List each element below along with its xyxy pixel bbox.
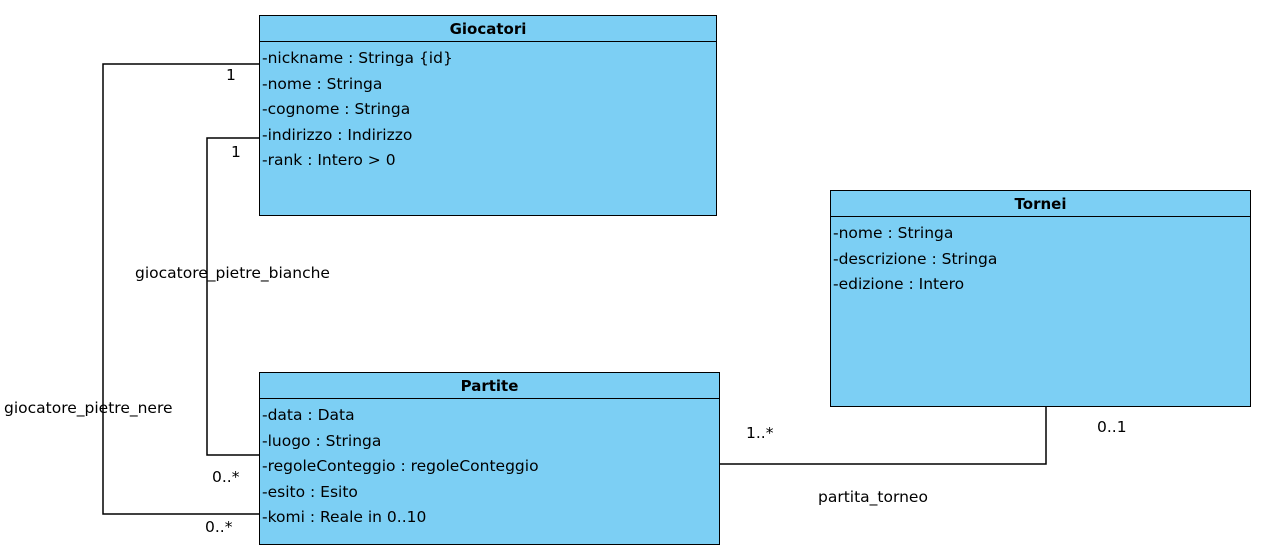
class-giocatori-title: Giocatori — [260, 16, 716, 42]
multiplicity-pietre-bianche-partite: 0..* — [212, 468, 240, 486]
multiplicity-pietre-nere-partite: 0..* — [205, 518, 233, 536]
class-giocatori-attributes: -nickname : Stringa {id} -nome : Stringa… — [260, 42, 716, 174]
attribute: -esito : Esito — [262, 482, 358, 501]
class-partite-attributes: -data : Data -luogo : Stringa -regoleCon… — [260, 399, 719, 531]
association-line-pietre-bianche — [206, 137, 260, 456]
multiplicity-pietre-nere-giocatori: 1 — [226, 66, 236, 84]
class-partite-title: Partite — [260, 373, 719, 399]
attribute: -komi : Reale in 0..10 — [262, 508, 427, 526]
class-partite[interactable]: Partite -data : Data -luogo : Stringa -r… — [259, 372, 720, 545]
class-tornei-title: Tornei — [831, 191, 1250, 217]
class-giocatori[interactable]: Giocatori -nickname : Stringa {id} -nome… — [259, 15, 717, 216]
attribute: -indirizzo : Indirizzo — [262, 125, 413, 144]
attribute: -rank : Intero > 0 — [262, 151, 396, 169]
multiplicity-partita-torneo-tornei: 0..1 — [1097, 418, 1127, 436]
attribute: -edizione : Intero — [833, 275, 965, 293]
attribute: -regoleConteggio : regoleConteggio — [262, 457, 539, 475]
attribute: -nome : Stringa — [262, 74, 383, 93]
association-line-pietre-nere — [102, 63, 260, 515]
attribute: -luogo : Stringa — [262, 431, 382, 450]
association-name-pietre-nere: giocatore_pietre_nere — [4, 399, 173, 417]
attribute: -cognome : Stringa — [262, 100, 411, 118]
multiplicity-partita-torneo-partite: 1..* — [746, 424, 774, 442]
attribute: -nome : Stringa — [833, 224, 954, 242]
association-name-pietre-bianche: giocatore_pietre_bianche — [135, 264, 330, 282]
association-name-partita-torneo: partita_torneo — [818, 488, 928, 506]
class-tornei-attributes: -nome : Stringa -descrizione : Stringa -… — [831, 217, 1250, 298]
attribute: -data : Data — [262, 406, 355, 424]
class-tornei[interactable]: Tornei -nome : Stringa -descrizione : St… — [830, 190, 1251, 407]
attribute: -descrizione : Stringa — [833, 249, 998, 268]
multiplicity-pietre-bianche-giocatori: 1 — [231, 143, 241, 161]
attribute: -nickname : Stringa {id} — [262, 49, 453, 67]
